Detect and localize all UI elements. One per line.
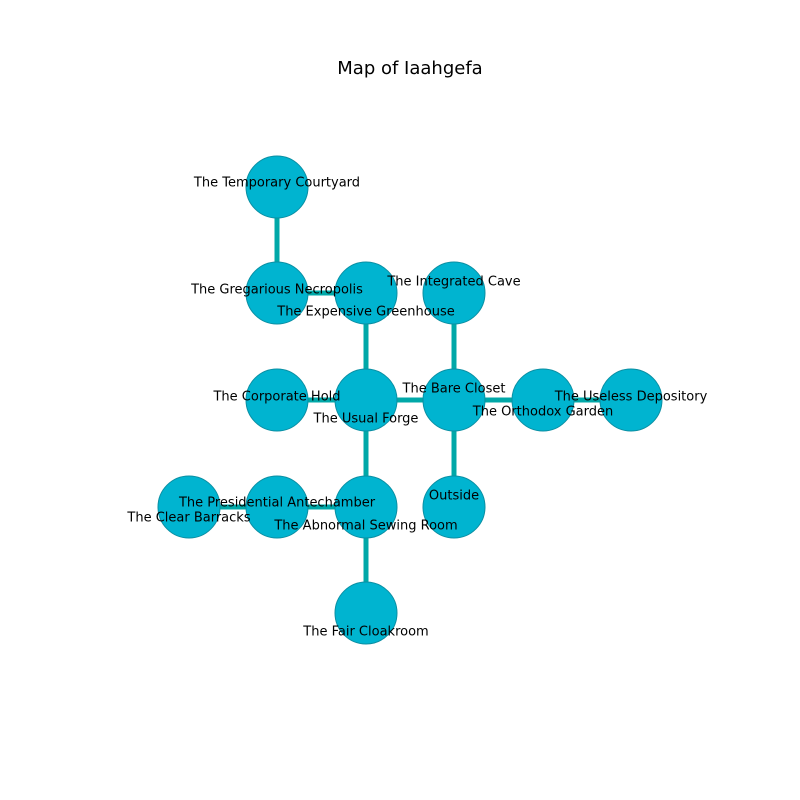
- room-node-fair-cloakroom: [334, 581, 398, 645]
- room-node-corporate-hold: [245, 368, 309, 432]
- map-title: Map of Iaahgefa: [337, 58, 482, 79]
- room-node-abnormal-sewing-room: [334, 475, 398, 539]
- room-node-clear-barracks: [157, 475, 221, 539]
- room-label-clear-barracks: The Clear Barracks: [126, 511, 250, 526]
- rooms-layer: [157, 155, 663, 645]
- room-node-orthodox-garden: [511, 368, 575, 432]
- room-label-bare-closet: The Bare Closet: [402, 382, 506, 397]
- room-node-temporary-courtyard: [245, 155, 309, 219]
- room-label-useless-depository: The Useless Depository: [554, 390, 708, 405]
- room-label-gregarious-necropolis: The Gregarious Necropolis: [190, 283, 363, 298]
- room-node-integrated-cave: [422, 261, 486, 325]
- room-label-fair-cloakroom: The Fair Cloakroom: [302, 625, 428, 640]
- room-label-usual-forge: The Usual Forge: [313, 412, 419, 427]
- room-node-useless-depository: [599, 368, 663, 432]
- room-label-outside: Outside: [429, 489, 479, 504]
- room-node-gregarious-necropolis: [245, 261, 309, 325]
- room-node-expensive-greenhouse: [334, 261, 398, 325]
- room-label-corporate-hold: The Corporate Hold: [212, 390, 340, 405]
- room-node-usual-forge: [334, 368, 398, 432]
- room-label-abnormal-sewing-room: The Abnormal Sewing Room: [273, 519, 457, 534]
- room-label-integrated-cave: The Integrated Cave: [386, 275, 520, 290]
- room-node-bare-closet: [422, 368, 486, 432]
- room-label-temporary-courtyard: The Temporary Courtyard: [193, 176, 360, 191]
- room-label-presidential-antechamber: The Presidential Antechamber: [178, 496, 376, 511]
- room-node-presidential-antechamber: [245, 475, 309, 539]
- room-label-expensive-greenhouse: The Expensive Greenhouse: [276, 305, 455, 320]
- room-node-outside: [422, 475, 486, 539]
- room-label-orthodox-garden: The Orthodox Garden: [472, 405, 613, 420]
